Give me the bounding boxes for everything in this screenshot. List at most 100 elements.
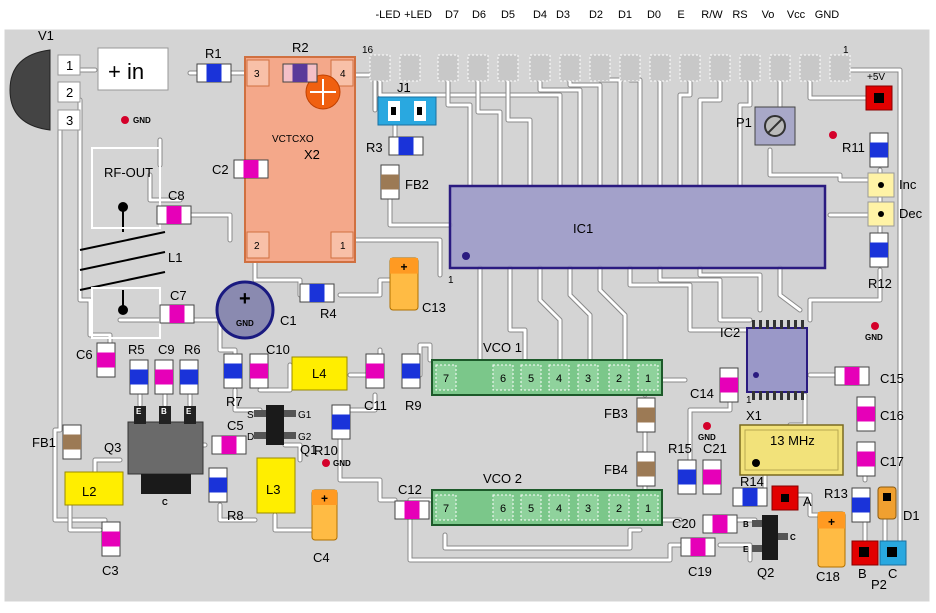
header-pin-8[interactable] (619, 54, 641, 82)
x2-pin2-pad (246, 231, 270, 259)
fb3-label: FB3 (604, 406, 628, 421)
r5-label: R5 (128, 342, 145, 357)
q2-c-label: C (790, 533, 796, 542)
ic2-label: IC2 (720, 325, 740, 340)
header-pin-6[interactable] (679, 54, 701, 82)
ic2-pin-bottom (787, 391, 790, 400)
ic2-pin-bottom (794, 391, 797, 400)
header-pin-3[interactable] (769, 54, 791, 82)
header-label-12: D5 (501, 9, 515, 21)
r10-resistor (331, 404, 351, 440)
ic2-pin-top (766, 320, 769, 329)
r13-resistor (851, 487, 871, 523)
header-label-6: E (677, 9, 684, 21)
c9-label: C9 (158, 342, 175, 357)
c14-label: C14 (690, 386, 714, 401)
header-label-7: D0 (647, 9, 661, 21)
header-pin-12[interactable] (497, 54, 519, 82)
header-pin-14[interactable] (437, 54, 459, 82)
p2-pad-c-label: C (888, 566, 897, 581)
header-pin-1[interactable] (829, 54, 851, 82)
header-label-4: RS (732, 9, 747, 21)
vco-pin (492, 364, 514, 391)
ic2-pin-top (801, 320, 804, 329)
ic2-pin-bottom (801, 391, 804, 400)
ic1-pin1-label: 1 (448, 275, 454, 286)
vco-pin (637, 364, 659, 391)
header-pin16-number: 16 (362, 45, 374, 56)
c7-label: C7 (170, 288, 187, 303)
r7-label: R7 (226, 394, 243, 409)
q1-label: Q1 (300, 442, 317, 457)
fb4-label: FB4 (604, 462, 628, 477)
header-label-10: D3 (556, 9, 570, 21)
l3-label: L3 (266, 482, 280, 497)
vco-pin-number: 7 (443, 503, 449, 515)
x2-pin2-number: 2 (254, 241, 260, 252)
header-pin-7[interactable] (649, 54, 671, 82)
ic1-label: IC1 (573, 221, 593, 236)
v1-pin3 (57, 109, 81, 131)
r6-resistor (179, 359, 199, 395)
header-pin-2[interactable] (799, 54, 821, 82)
rf-out-box (91, 147, 161, 229)
q3-e1-label: E (136, 407, 142, 416)
x2-pin3-number: 3 (254, 69, 260, 80)
ic2 (746, 327, 808, 393)
r1-label: R1 (205, 46, 222, 61)
vco-pin-number: 3 (585, 503, 591, 515)
vco-pin (548, 364, 570, 391)
c13-label: C13 (422, 300, 446, 315)
q3-b-label: B (161, 407, 167, 416)
ic2-pin-bottom (773, 391, 776, 400)
header-pin-15[interactable] (399, 54, 421, 82)
c20-label: C20 (672, 516, 696, 531)
dec-label: Dec (899, 206, 923, 221)
r8-resistor (208, 467, 228, 503)
gnd-label-2: GND (865, 333, 883, 342)
c1-gnd-label: GND (236, 319, 254, 328)
q3-tab (141, 474, 191, 494)
vco-pin-number: 1 (645, 373, 651, 385)
header-pin-5[interactable] (709, 54, 731, 82)
smd-components: +++ (62, 63, 889, 568)
v1-label: V1 (38, 28, 54, 43)
header-pin-10[interactable] (559, 54, 581, 82)
q1-pin-s (254, 410, 266, 417)
ic2-pin-top (780, 320, 783, 329)
header-pin-4[interactable] (739, 54, 761, 82)
vco-pin-number: 2 (616, 373, 622, 385)
c16-capacitor (856, 396, 876, 432)
vco-pin (577, 494, 599, 521)
j1-jumper[interactable] (377, 96, 437, 126)
vco-pin-number: 6 (500, 503, 506, 515)
vco-pin (492, 494, 514, 521)
c5-label: C5 (227, 418, 244, 433)
ic2-pin1-label: 1 (746, 395, 752, 406)
header-label-16: -LED (375, 9, 400, 21)
v1-connector-body (9, 49, 51, 131)
r9-resistor (401, 353, 421, 389)
rf-out-pad (118, 202, 128, 212)
header-pin-16[interactable] (369, 54, 391, 82)
svg-text:+: + (828, 515, 835, 529)
c17-capacitor (856, 441, 876, 477)
header-label-15: +LED (404, 9, 432, 21)
r10-label: R10 (314, 443, 338, 458)
vco1-label: VCO 1 (483, 340, 522, 355)
header-label-13: D6 (472, 9, 486, 21)
fb2-label: FB2 (405, 177, 429, 192)
ic2-pin-top (773, 320, 776, 329)
header-pin-11[interactable] (529, 54, 551, 82)
vctcxo-label: VCTCXO (272, 134, 314, 145)
dec-pad-hole (878, 211, 884, 217)
header-pin-9[interactable] (589, 54, 611, 82)
header-pin-13[interactable] (467, 54, 489, 82)
p2-pad-b-core (859, 547, 869, 557)
x2-pin4-pad (330, 59, 354, 87)
j1-label: J1 (397, 80, 411, 95)
gnd-label-1: GND (133, 116, 151, 125)
vco-pin (637, 494, 659, 521)
